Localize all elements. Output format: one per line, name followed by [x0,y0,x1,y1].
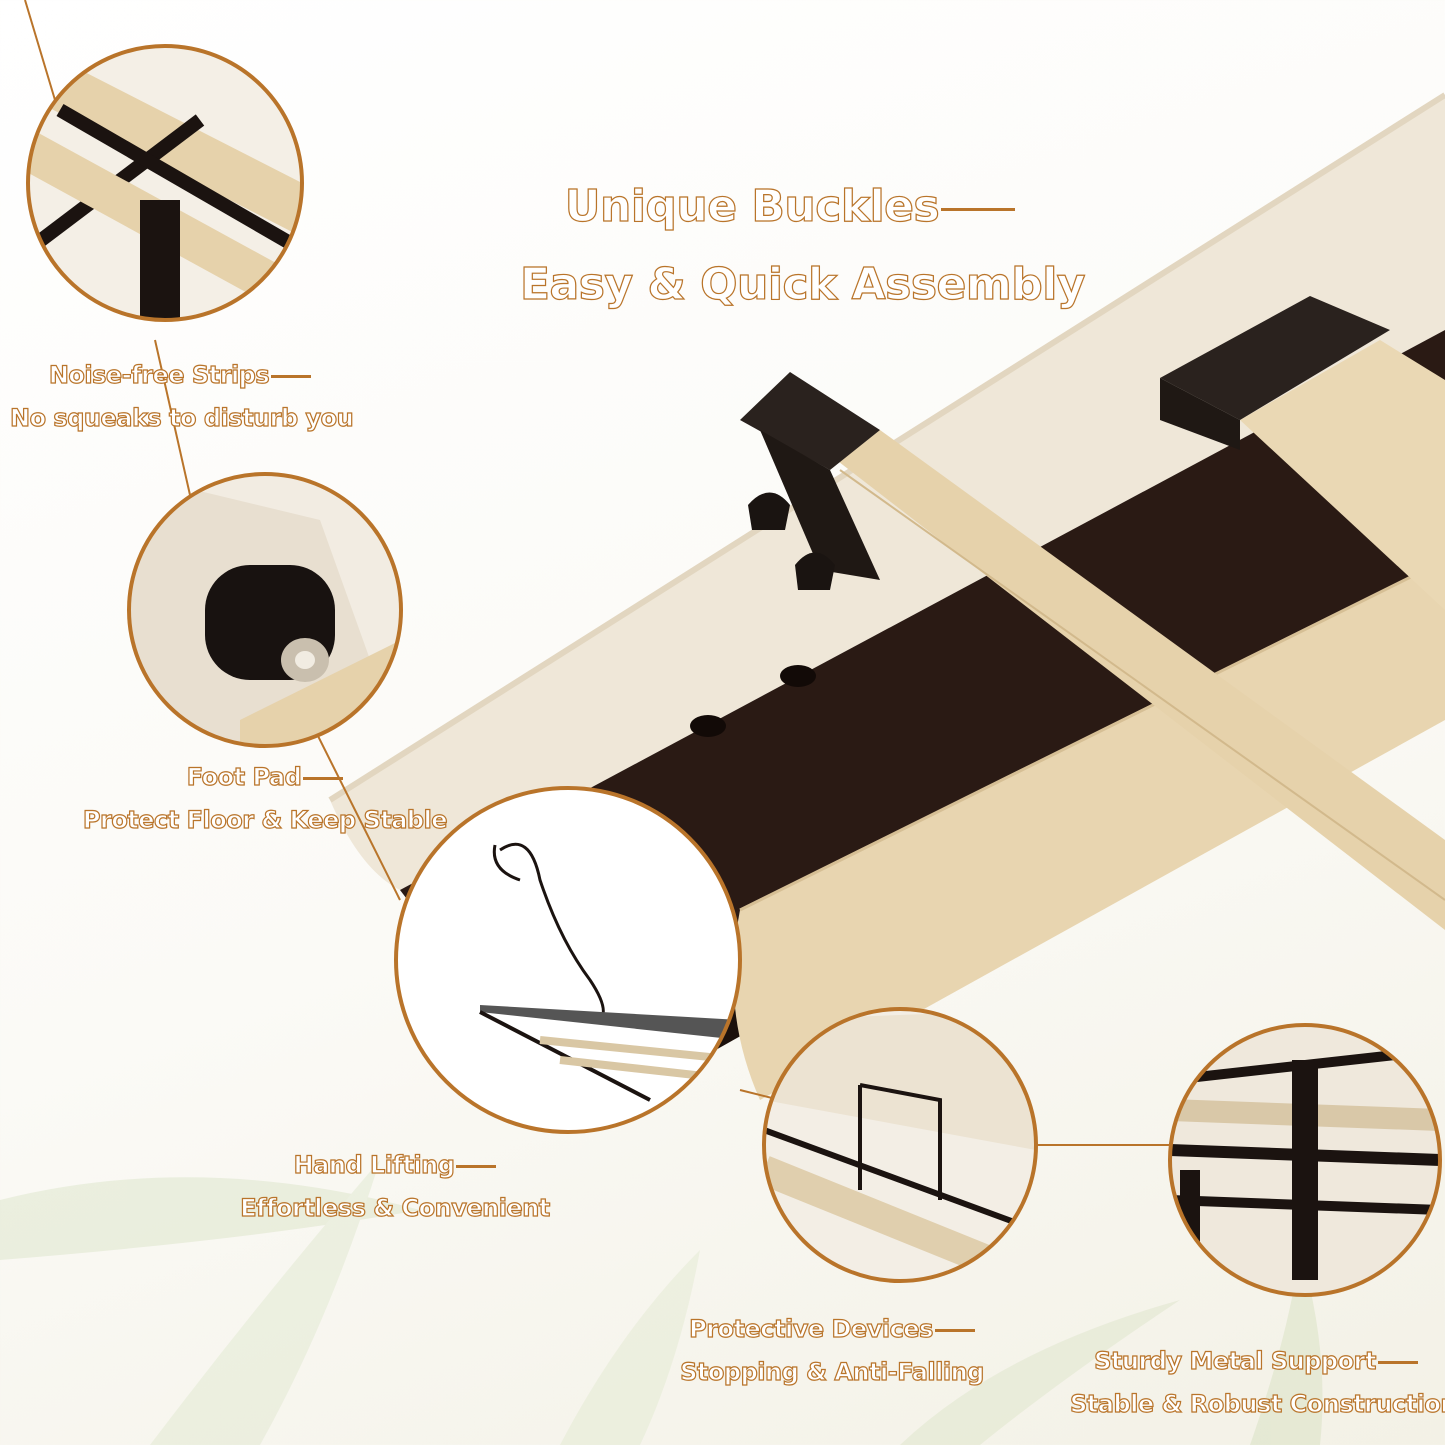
headline-caption: Unique Buckles Easy & Quick Assembly [519,168,1086,324]
dash-icon [303,776,344,780]
dash-icon [941,207,1016,211]
headline-title: Unique Buckles [564,180,940,232]
dash-icon [271,374,312,378]
detail-circle-hand-lifting [394,786,742,1134]
caption-protective-devices: Protective Devices Stopping & Anti-Falli… [672,1308,992,1394]
headline-subtitle: Easy & Quick Assembly [519,258,1086,310]
frame-hole [780,665,816,687]
caption-hand-lifting: Hand Lifting Effortless & Convenient [240,1144,551,1230]
detail-circle-foot-pad [127,472,403,748]
feature-title: Hand Lifting [293,1150,456,1179]
feature-subtitle: Protect Floor & Keep Stable [82,805,448,834]
feature-title: Protective Devices [689,1314,934,1343]
buckle-right [1160,296,1390,450]
frame-hole [690,715,726,737]
feature-subtitle: Effortless & Convenient [240,1193,551,1222]
dash-icon [1377,1360,1418,1364]
feature-title: Sturdy Metal Support [1093,1346,1376,1375]
dash-icon [934,1328,975,1332]
detail-circle-protective-devices [762,1007,1038,1283]
wood-slats [733,340,1445,1100]
buckle-left [740,372,880,590]
feature-subtitle: Stable & Robust Construction [1069,1389,1445,1418]
plant-leaves-background [0,1160,1323,1445]
dash-icon [456,1164,497,1168]
feature-title: Noise-free Strips [48,360,270,389]
caption-foot-pad: Foot Pad Protect Floor & Keep Stable [80,756,450,842]
caption-metal-support: Sturdy Metal Support Stable & Robust Con… [1069,1340,1445,1426]
caption-noise-free-strips: Noise-free Strips No squeaks to disturb … [9,354,354,440]
feature-subtitle: Stopping & Anti-Falling [680,1357,985,1386]
feature-subtitle: No squeaks to disturb you [9,403,354,432]
detail-circle-metal-support [1168,1023,1442,1297]
feature-title: Foot Pad [186,762,302,791]
detail-circle-noise-free-strips [26,44,304,322]
